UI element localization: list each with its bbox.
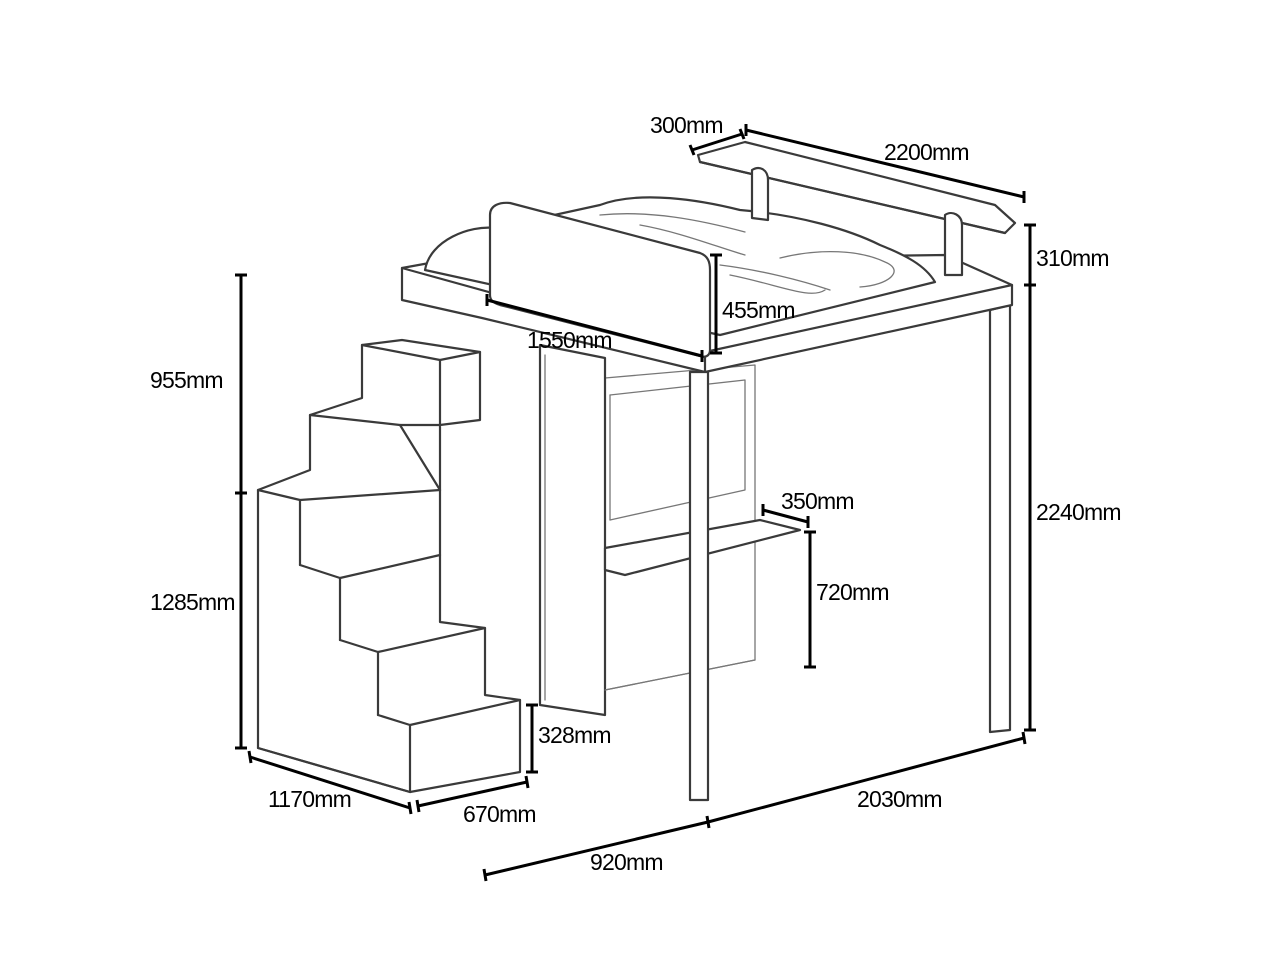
- dim-line-guard-length: [486, 298, 703, 358]
- back-right-leg: [988, 303, 1012, 734]
- dim-line-shelf-depth: [691, 132, 743, 152]
- label-stair-depth: 1170mm: [268, 786, 351, 812]
- label-guard-length: 1550mm: [527, 327, 612, 353]
- cabinet-panel: [538, 343, 607, 717]
- label-shelf-depth: 300mm: [650, 112, 723, 138]
- label-desk-height: 720mm: [816, 579, 889, 605]
- label-desk-depth: 350mm: [781, 488, 854, 514]
- label-bed-width: 920mm: [590, 849, 663, 875]
- label-upper-stair-height: 955mm: [150, 367, 223, 393]
- shelf-support-right: [943, 211, 964, 277]
- label-guard-height: 455mm: [722, 297, 795, 323]
- staircase: [256, 338, 522, 794]
- label-step-height: 328mm: [538, 722, 611, 748]
- label-bed-length: 2030mm: [857, 786, 942, 812]
- label-lower-stair-height: 1285mm: [150, 589, 235, 615]
- dim-line-stair-depth: [249, 755, 411, 810]
- dim-line-shelf-length: [745, 128, 1025, 199]
- label-shelf-height: 310mm: [1036, 245, 1109, 271]
- label-stair-width: 670mm: [463, 801, 536, 827]
- loft-bed-drawing: [256, 140, 1017, 802]
- dim-line-desk-depth: [762, 508, 809, 524]
- front-leg: [688, 370, 710, 802]
- dimension-labels: 300mm 2200mm 310mm 455mm 1550mm 955mm 35…: [150, 112, 1121, 875]
- label-total-height: 2240mm: [1036, 499, 1121, 525]
- dimension-lines: [235, 124, 1036, 882]
- dim-line-stair-width: [417, 780, 528, 808]
- label-shelf-length: 2200mm: [884, 139, 969, 165]
- dim-line-bed-width: [484, 820, 709, 877]
- shelf-support-left: [750, 166, 770, 222]
- dim-line-bed-length: [707, 736, 1025, 824]
